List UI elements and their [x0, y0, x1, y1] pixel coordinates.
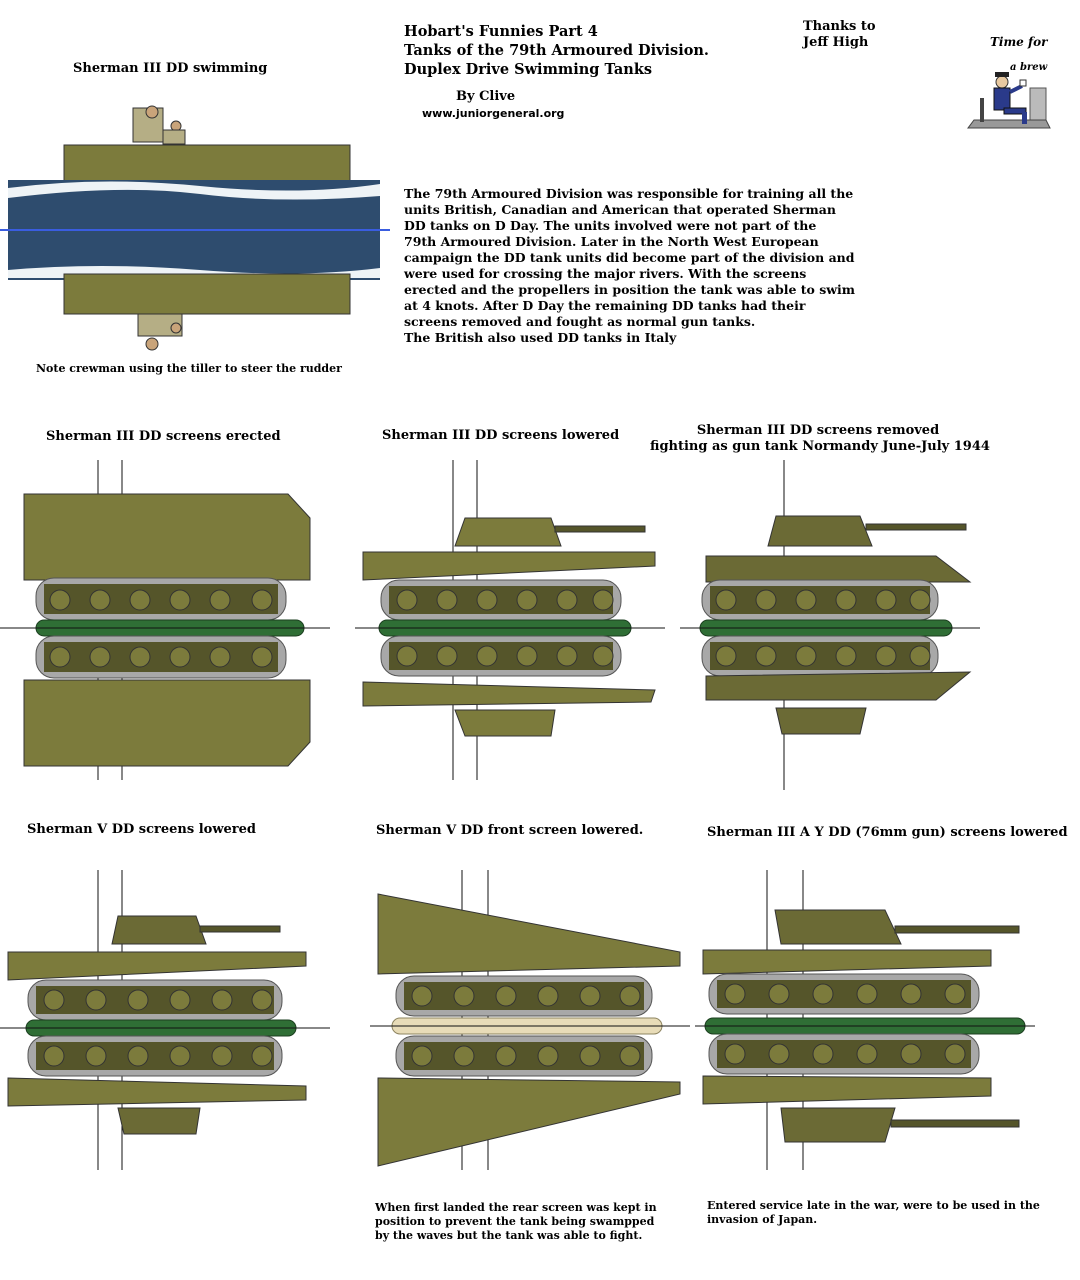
sherman-dd-swimming-illustration [0, 100, 390, 360]
author-credit: By Clive [456, 89, 516, 104]
intro-paragraph: The 79th Armoured Division was responsib… [404, 186, 856, 346]
ay-note-line: Entered service late in the war, were to… [707, 1199, 1040, 1212]
intro-line: screens removed and fought as normal gun… [404, 314, 756, 329]
thanks-line-1: Thanks to [803, 19, 876, 34]
ay-note: Entered service late in the war, were to… [707, 1199, 1047, 1227]
time-for-a-brew-logo: Time for a brew [960, 28, 1060, 138]
intro-line: campaign the DD tank units did become pa… [404, 250, 855, 265]
logo-text-line-2: a brew [1010, 62, 1048, 73]
figure-label-v-front: Sherman V DD front screen lowered. [376, 823, 644, 838]
intro-line: 79th Armoured Division. Later in the Nor… [404, 234, 819, 249]
figure-label-lowered: Sherman III DD screens lowered [382, 428, 620, 443]
sherman-iii-ay-dd-illustration [695, 870, 1035, 1170]
ay-note-line: invasion of Japan. [707, 1213, 818, 1226]
figure-label-ay: Sherman III A Y DD (76mm gun) screens lo… [707, 825, 1068, 840]
sherman-dd-screens-removed-illustration [680, 460, 990, 790]
sherman-dd-screens-lowered-illustration [355, 460, 665, 780]
thanks-line-2: Jeff High [803, 35, 869, 50]
sherman-dd-screens-erected-illustration [0, 460, 330, 780]
swimming-note: Note crewman using the tiller to steer t… [36, 362, 342, 375]
intro-line: DD tanks on D Day. The units involved we… [404, 218, 817, 233]
website-link[interactable]: www.juniorgeneral.org [422, 107, 565, 120]
intro-line: at 4 knots. After D Day the remaining DD… [404, 298, 806, 313]
page-title-line-2: Tanks of the 79th Armoured Division. [404, 42, 709, 59]
intro-line: were used for crossing the major rivers.… [404, 266, 807, 281]
figure-label-removed-line-1: Sherman III DD screens removed [696, 423, 940, 438]
intro-line: erected and the propellers in position t… [404, 282, 856, 297]
intro-line: units British, Canadian and American tha… [404, 202, 836, 217]
figure-label-removed-line-2: fighting as gun tank Normandy June-July … [650, 439, 990, 454]
logo-text-line-1: Time for [990, 35, 1049, 49]
intro-line: The British also used DD tanks in Italy [404, 330, 677, 345]
figure-label-v-lowered: Sherman V DD screens lowered [27, 822, 257, 837]
v-front-note-line: When first landed the rear screen was ke… [375, 1201, 657, 1214]
figure-label-swimming: Sherman III DD swimming [73, 61, 268, 76]
v-front-note: When first landed the rear screen was ke… [375, 1201, 675, 1243]
sherman-v-dd-front-screen-lowered-illustration [370, 870, 690, 1170]
sherman-v-dd-screens-lowered-illustration [0, 870, 330, 1170]
figure-label-erected: Sherman III DD screens erected [46, 429, 281, 444]
intro-line: The 79th Armoured Division was responsib… [404, 186, 854, 201]
page-title-line-1: Hobart's Funnies Part 4 [404, 23, 598, 40]
v-front-note-line: position to prevent the tank being swamp… [375, 1215, 655, 1228]
page-title-line-3: Duplex Drive Swimming Tanks [404, 61, 653, 78]
v-front-note-line: by the waves but the tank was able to fi… [375, 1229, 643, 1242]
